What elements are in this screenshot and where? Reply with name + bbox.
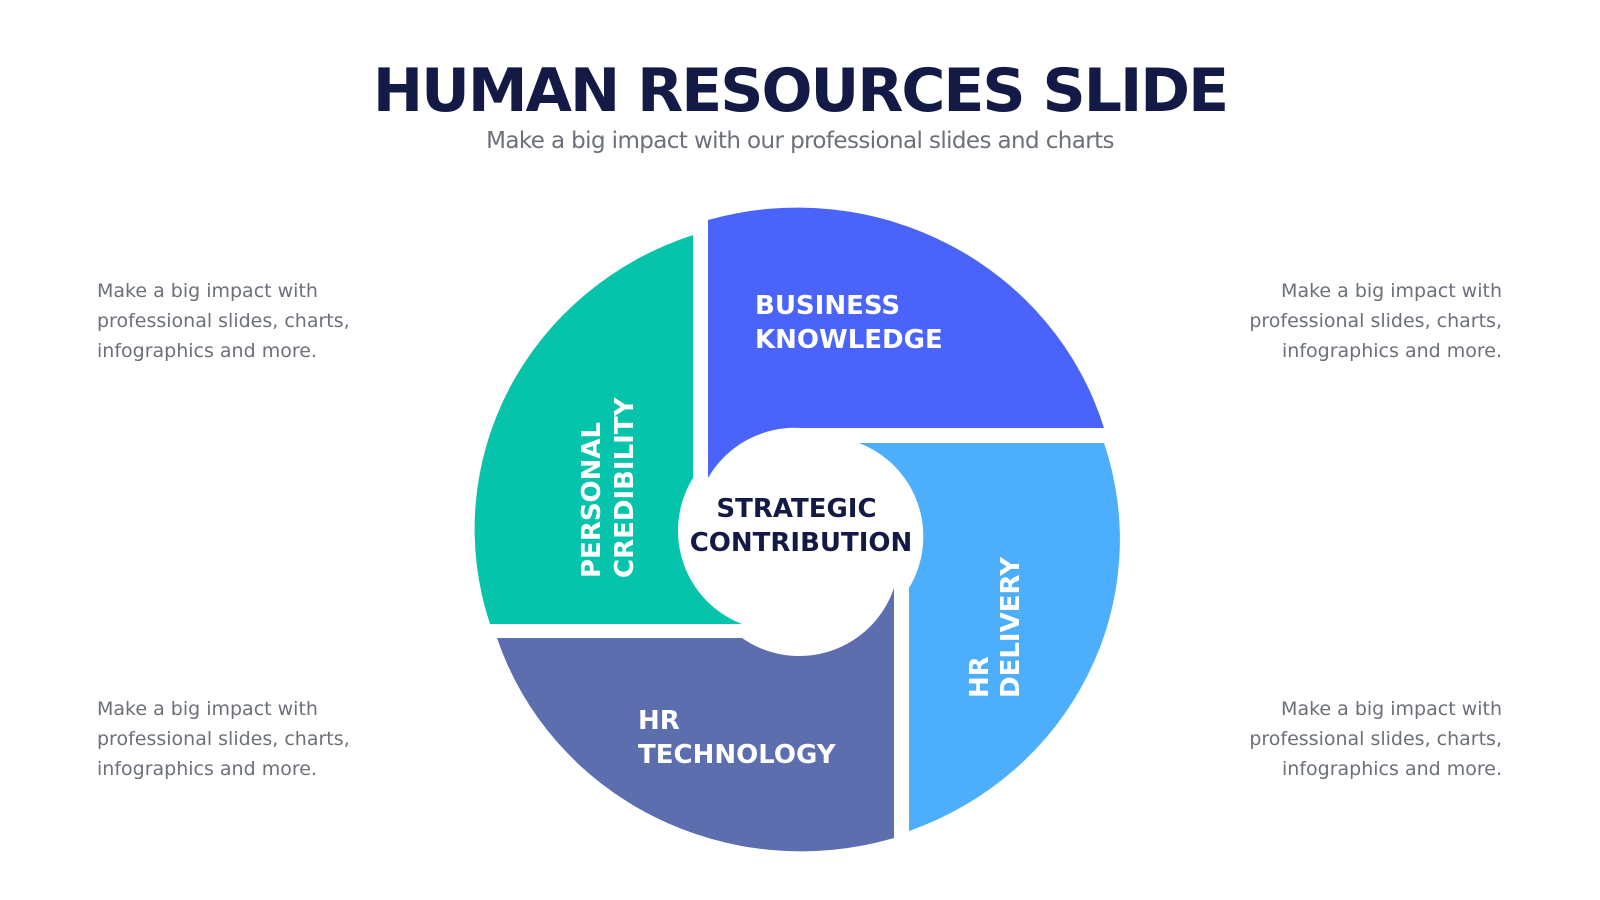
page-title: HUMAN RESOURCES SLIDE [372,56,1229,126]
note-bottom-left: Make a big impact with professional slid… [97,698,350,780]
label-personal-credibility: PERSONAL CREDIBILITY [577,396,640,578]
segment-business-knowledge [708,207,1104,478]
page-subtitle: Make a big impact with our professional … [486,128,1114,154]
segment-hr-technology [497,588,894,852]
label-business-knowledge: BUSINESS KNOWLEDGE [755,291,943,355]
segment-hr-delivery [859,443,1120,831]
label-hr-delivery: HR DELIVERY [965,556,1026,698]
note-top-left: Make a big impact with professional slid… [97,280,350,362]
label-hr-technology: HR TECHNOLOGY [638,706,837,770]
segment-personal-credibility [474,235,742,624]
note-top-right: Make a big impact with professional slid… [1249,280,1502,362]
note-bottom-right: Make a big impact with professional slid… [1249,698,1502,780]
center-label: STRATEGIC CONTRIBUTION [690,494,913,558]
